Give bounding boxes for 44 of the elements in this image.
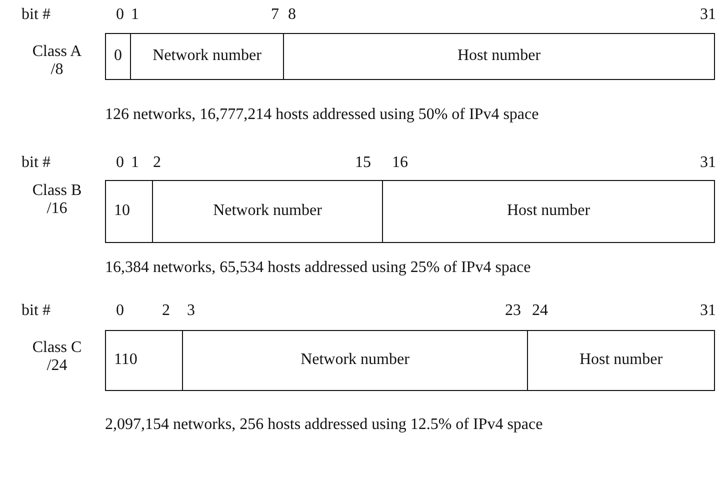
bit-header: bit # [22,302,50,320]
field-cell [527,330,715,391]
bit-number: 1 [131,154,139,172]
class-summary: 2,097,154 networks, 256 hosts addressed using 12.5% of IPv4 space [105,416,543,434]
bit-number: 16 [392,154,408,172]
field-cell [283,33,715,80]
field-cell [152,180,383,243]
bit-number: 2 [153,154,161,172]
field-cell [130,33,284,80]
field-cell [105,330,183,391]
field-label: 110 [114,351,138,370]
class-summary: 16,384 networks, 65,534 hosts addressed using 25% of IPv4 space [105,259,531,278]
field-cell [105,33,131,80]
bit-number: 0 [116,6,124,24]
field-label: Host number [506,202,590,221]
bit-number: 31 [700,6,716,24]
bit-number: 23 [505,302,521,320]
bit-number: 8 [288,6,296,24]
field-label: Network number [152,47,262,66]
bit-number: 2 [162,302,170,320]
class-summary: 126 networks, 16,777,214 hosts addressed using 50% of IPv4 space [105,106,539,124]
bit-number: 1 [131,6,139,24]
field-label: 10 [114,202,130,221]
class-label: Class A /8 [31,43,83,80]
class-label: Class C /24 [31,339,83,376]
bit-number: 7 [271,6,279,24]
field-label: Network number [213,202,322,221]
field-label: 0 [114,47,122,66]
bit-number: 31 [700,302,716,320]
field-label: Host number [579,351,663,370]
bit-number: 0 [116,302,124,320]
bit-number: 3 [187,302,195,320]
class-label: Class B /16 [31,182,83,219]
bit-number: 0 [116,154,124,172]
bit-header: bit # [22,154,50,172]
bit-number: 31 [700,154,716,172]
bit-header: bit # [22,6,50,24]
field-label: Network number [300,351,410,370]
field-cell [105,180,153,243]
field-cell [382,180,715,243]
bit-number: 15 [355,154,371,172]
field-cell [182,330,528,391]
field-label: Host number [457,47,541,66]
bit-number: 24 [532,302,548,320]
